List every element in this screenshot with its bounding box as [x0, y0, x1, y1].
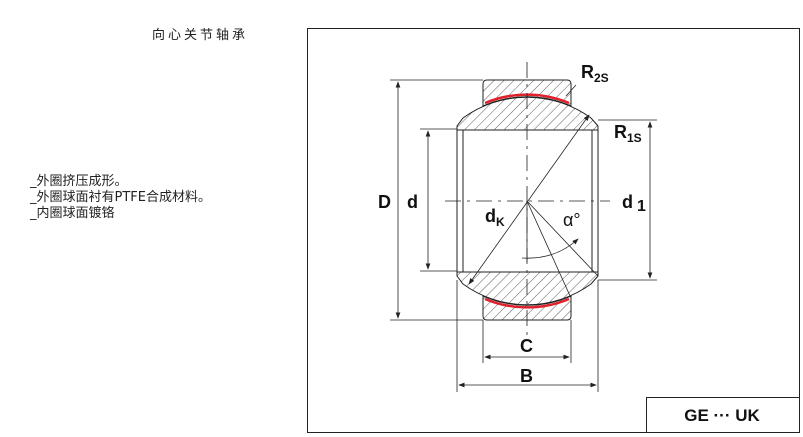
note-item: _外圈挤压成形。: [30, 174, 128, 189]
label-R1s: R: [614, 122, 627, 142]
label-B: B: [520, 366, 533, 386]
label-d1: d: [622, 192, 633, 212]
drawing-frame: [307, 28, 800, 433]
label-alpha: α°: [563, 210, 581, 230]
dimension-lines: [390, 79, 657, 392]
label-R1s-sub: 1S: [627, 131, 642, 145]
label-d: d: [407, 192, 418, 212]
label-dk: d: [485, 206, 496, 226]
label-d1-sub: 1: [637, 198, 646, 215]
feature-notes: _外圈挤压成形。 _外圈球面衬有PTFE合成材料。 _内圈球面镀铬: [30, 174, 211, 222]
diagram-title: 向心关节轴承: [152, 28, 249, 43]
code-box: [646, 397, 800, 433]
series-code: GE ··· UK: [684, 406, 760, 425]
label-R2s: R: [581, 62, 594, 82]
label-R2s-sub: 2S: [594, 71, 609, 85]
label-D: D: [378, 192, 391, 212]
note-item: _内圈球面镀铬: [30, 206, 115, 221]
label-dk-sub: K: [496, 215, 505, 229]
construction-lines: [468, 114, 599, 299]
note-item: _外圈球面衬有PTFE合成材料。: [30, 190, 211, 205]
label-C: C: [520, 336, 533, 356]
